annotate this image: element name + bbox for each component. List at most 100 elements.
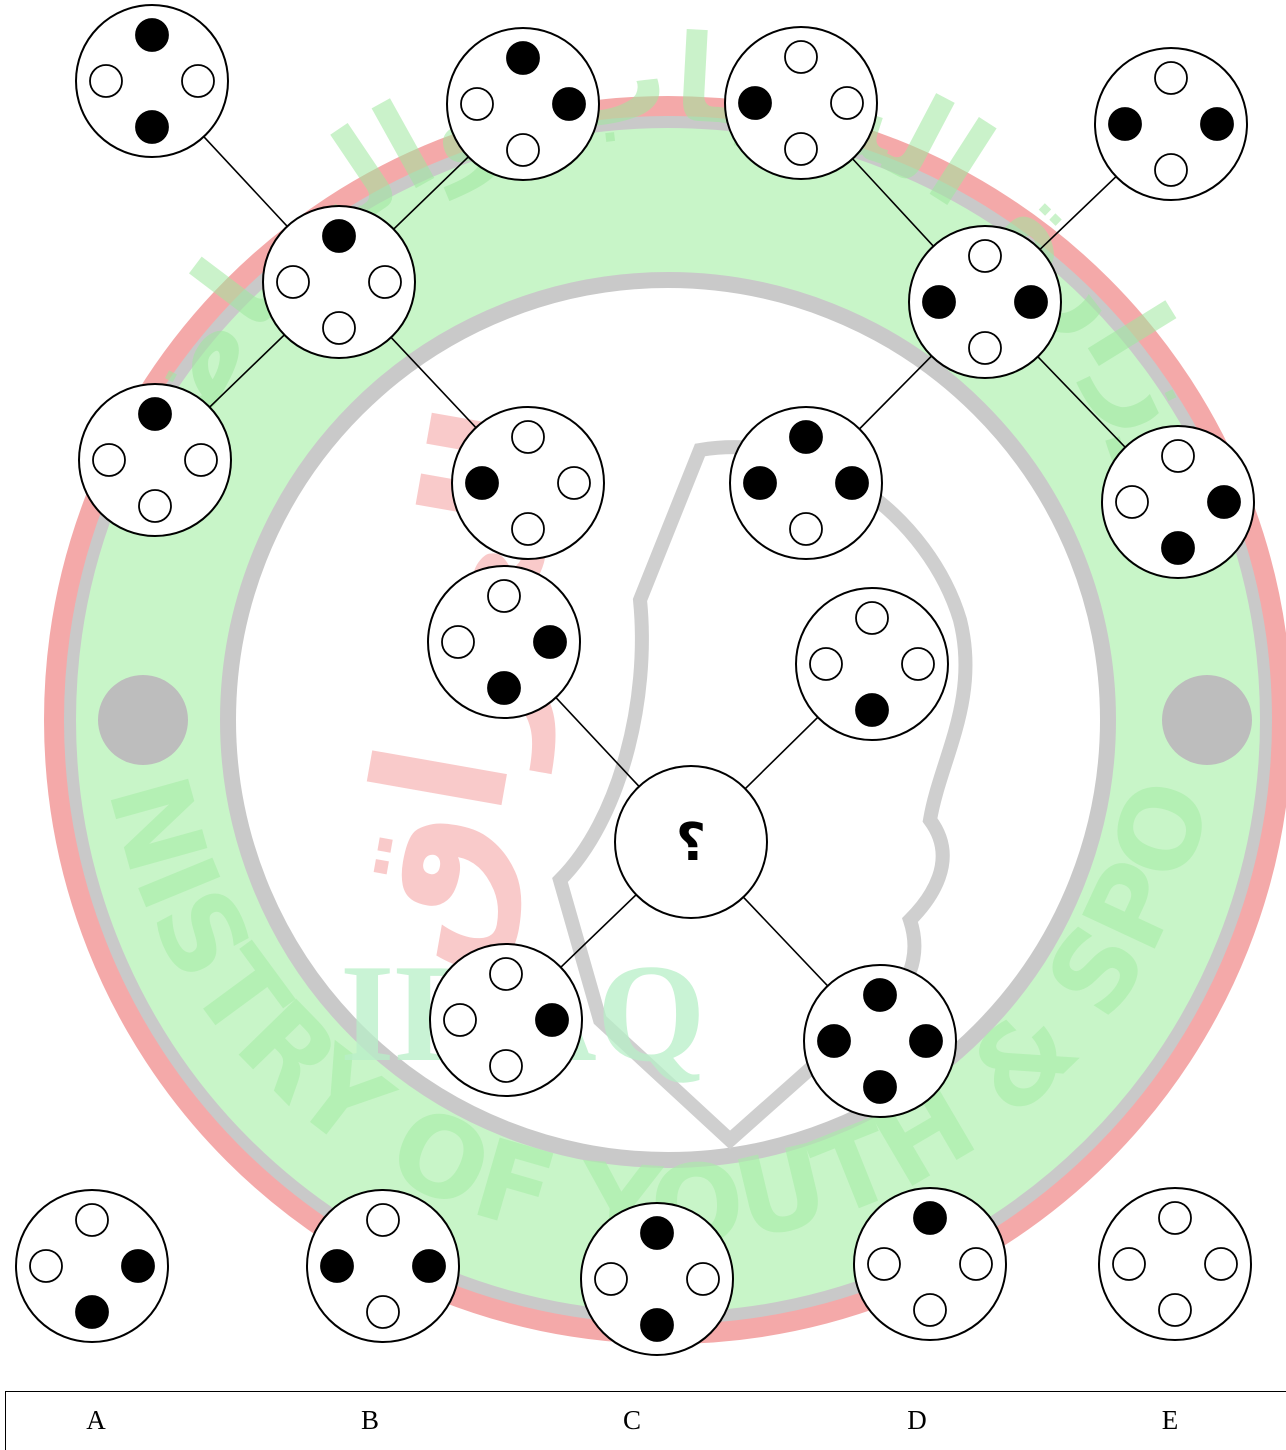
answer-options bbox=[16, 1188, 1251, 1355]
bottom-center-branch-disk-1 bbox=[796, 588, 948, 740]
option-disk-d-dot-top-filled bbox=[914, 1202, 946, 1234]
option-disk-b-dot-top-empty bbox=[367, 1204, 399, 1236]
top-left-branch-disk-2-dot-bottom-empty bbox=[139, 490, 171, 522]
top-left-branch-disk-2-dot-left-empty bbox=[93, 444, 125, 476]
top-right-branch-disk-0-dot-right-empty bbox=[831, 87, 863, 119]
bottom-center-branch-disk-1-dot-left-empty bbox=[810, 648, 842, 680]
option-label-a[interactable]: A bbox=[86, 1405, 106, 1436]
top-right-branch-disk-0-dot-left-filled bbox=[739, 87, 771, 119]
option-label-e[interactable]: E bbox=[1162, 1405, 1179, 1436]
top-left-branch-disk-1 bbox=[447, 28, 599, 180]
bottom-center-center-disk: ؟ bbox=[615, 766, 767, 918]
option-disk-a-dot-top-empty bbox=[76, 1204, 108, 1236]
bottom-center-branch-disk-3-dot-top-filled bbox=[864, 979, 896, 1011]
option-disk-b[interactable] bbox=[307, 1190, 459, 1342]
option-disk-c[interactable] bbox=[581, 1203, 733, 1355]
bottom-center-branch-disk-3 bbox=[804, 965, 956, 1117]
option-disk-c-dot-right-empty bbox=[687, 1263, 719, 1295]
top-right-center-disk-dot-top-empty bbox=[969, 240, 1001, 272]
seal-dot-right bbox=[1162, 675, 1252, 765]
option-disk-e-dot-top-empty bbox=[1159, 1202, 1191, 1234]
option-disk-c-dot-top-filled bbox=[641, 1217, 673, 1249]
option-disk-e-dot-right-empty bbox=[1205, 1248, 1237, 1280]
top-left-branch-disk-0-dot-bottom-filled bbox=[136, 111, 168, 143]
bottom-center-branch-disk-0-dot-bottom-filled bbox=[488, 672, 520, 704]
top-right-center-disk-dot-bottom-empty bbox=[969, 332, 1001, 364]
answer-bar bbox=[5, 1391, 1286, 1450]
option-disk-d-dot-left-empty bbox=[868, 1248, 900, 1280]
option-disk-b-dot-right-filled bbox=[413, 1250, 445, 1282]
top-right-branch-disk-3-dot-bottom-filled bbox=[1162, 532, 1194, 564]
top-left-branch-disk-0-dot-top-filled bbox=[136, 19, 168, 51]
top-left-branch-disk-2-dot-right-empty bbox=[185, 444, 217, 476]
top-left-branch-disk-3-dot-right-empty bbox=[558, 467, 590, 499]
top-left-branch-disk-1-dot-bottom-empty bbox=[507, 134, 539, 166]
option-disk-e[interactable] bbox=[1099, 1188, 1251, 1340]
top-left-branch-disk-0-dot-right-empty bbox=[182, 65, 214, 97]
top-right-branch-disk-2 bbox=[730, 407, 882, 559]
top-right-branch-disk-3-dot-right-filled bbox=[1208, 486, 1240, 518]
option-disk-b-dot-left-filled bbox=[321, 1250, 353, 1282]
option-label-d[interactable]: D bbox=[907, 1405, 927, 1436]
top-right-center-disk-dot-right-filled bbox=[1015, 286, 1047, 318]
top-left-center-disk-dot-top-filled bbox=[323, 220, 355, 252]
top-right-branch-disk-2-dot-bottom-empty bbox=[790, 513, 822, 545]
top-left-center-disk-dot-right-empty bbox=[369, 266, 401, 298]
bottom-center-branch-disk-2-dot-right-filled bbox=[536, 1004, 568, 1036]
top-left-branch-disk-0 bbox=[76, 5, 228, 157]
bottom-center-branch-disk-1-dot-bottom-filled bbox=[856, 694, 888, 726]
option-disk-d[interactable] bbox=[854, 1188, 1006, 1340]
bottom-center-branch-disk-3-dot-left-filled bbox=[818, 1025, 850, 1057]
bottom-center-branch-disk-2-dot-top-empty bbox=[490, 958, 522, 990]
top-left-branch-disk-1-dot-left-empty bbox=[461, 88, 493, 120]
bottom-center-branch-disk-3-dot-bottom-filled bbox=[864, 1071, 896, 1103]
top-left-branch-disk-3-dot-left-filled bbox=[466, 467, 498, 499]
top-right-branch-disk-2-dot-left-filled bbox=[744, 467, 776, 499]
top-left-branch-disk-3 bbox=[452, 407, 604, 559]
top-left-center-disk-dot-left-empty bbox=[277, 266, 309, 298]
top-left-branch-disk-2-dot-top-filled bbox=[139, 398, 171, 430]
bottom-center-branch-disk-3-dot-right-filled bbox=[910, 1025, 942, 1057]
option-disk-a-dot-right-filled bbox=[122, 1250, 154, 1282]
watermark-seal: وزارة الشباب والرياضة MINISTRY OF YOUTH … bbox=[0, 0, 1278, 1330]
option-label-c[interactable]: C bbox=[623, 1405, 641, 1436]
bottom-center-branch-disk-2-dot-bottom-empty bbox=[490, 1050, 522, 1082]
top-right-branch-disk-0 bbox=[725, 27, 877, 179]
bottom-center-branch-disk-0-dot-left-empty bbox=[442, 626, 474, 658]
top-right-branch-disk-1-dot-top-empty bbox=[1155, 62, 1187, 94]
option-disk-e-dot-left-empty bbox=[1113, 1248, 1145, 1280]
top-right-branch-disk-1-dot-left-filled bbox=[1109, 108, 1141, 140]
question-mark-label: ؟ bbox=[676, 813, 706, 873]
top-left-center-disk-dot-bottom-empty bbox=[323, 312, 355, 344]
option-disk-a[interactable] bbox=[16, 1190, 168, 1342]
option-disk-a-dot-left-empty bbox=[30, 1250, 62, 1282]
top-right-branch-disk-0-dot-top-empty bbox=[785, 41, 817, 73]
seal-dot-left bbox=[98, 675, 188, 765]
top-left-branch-disk-3-dot-top-empty bbox=[512, 421, 544, 453]
top-left-branch-disk-2 bbox=[79, 384, 231, 536]
top-right-branch-disk-1-dot-bottom-empty bbox=[1155, 154, 1187, 186]
top-left-branch-disk-3-dot-bottom-empty bbox=[512, 513, 544, 545]
top-right-branch-disk-2-dot-right-filled bbox=[836, 467, 868, 499]
top-left-branch-disk-1-dot-right-filled bbox=[553, 88, 585, 120]
option-disk-a-dot-bottom-filled bbox=[76, 1296, 108, 1328]
option-disk-c-dot-bottom-filled bbox=[641, 1309, 673, 1341]
bottom-center-branch-disk-2 bbox=[430, 944, 582, 1096]
bottom-center-branch-disk-1-dot-top-empty bbox=[856, 602, 888, 634]
top-left-branch-disk-1-dot-top-filled bbox=[507, 42, 539, 74]
bottom-center-branch-disk-0 bbox=[428, 566, 580, 718]
bottom-center-branch-disk-0-dot-right-filled bbox=[534, 626, 566, 658]
option-disk-d-dot-right-empty bbox=[960, 1248, 992, 1280]
top-right-branch-disk-3 bbox=[1102, 426, 1254, 578]
option-disk-e-dot-bottom-empty bbox=[1159, 1294, 1191, 1326]
top-left-branch-disk-0-dot-left-empty bbox=[90, 65, 122, 97]
top-right-branch-disk-1 bbox=[1095, 48, 1247, 200]
top-right-center-disk-dot-left-filled bbox=[923, 286, 955, 318]
bottom-center-branch-disk-0-dot-top-empty bbox=[488, 580, 520, 612]
top-right-branch-disk-2-dot-top-filled bbox=[790, 421, 822, 453]
top-right-branch-disk-1-dot-right-filled bbox=[1201, 108, 1233, 140]
bottom-center-branch-disk-2-dot-left-empty bbox=[444, 1004, 476, 1036]
top-right-branch-disk-3-dot-top-empty bbox=[1162, 440, 1194, 472]
option-label-b[interactable]: B bbox=[361, 1405, 379, 1436]
